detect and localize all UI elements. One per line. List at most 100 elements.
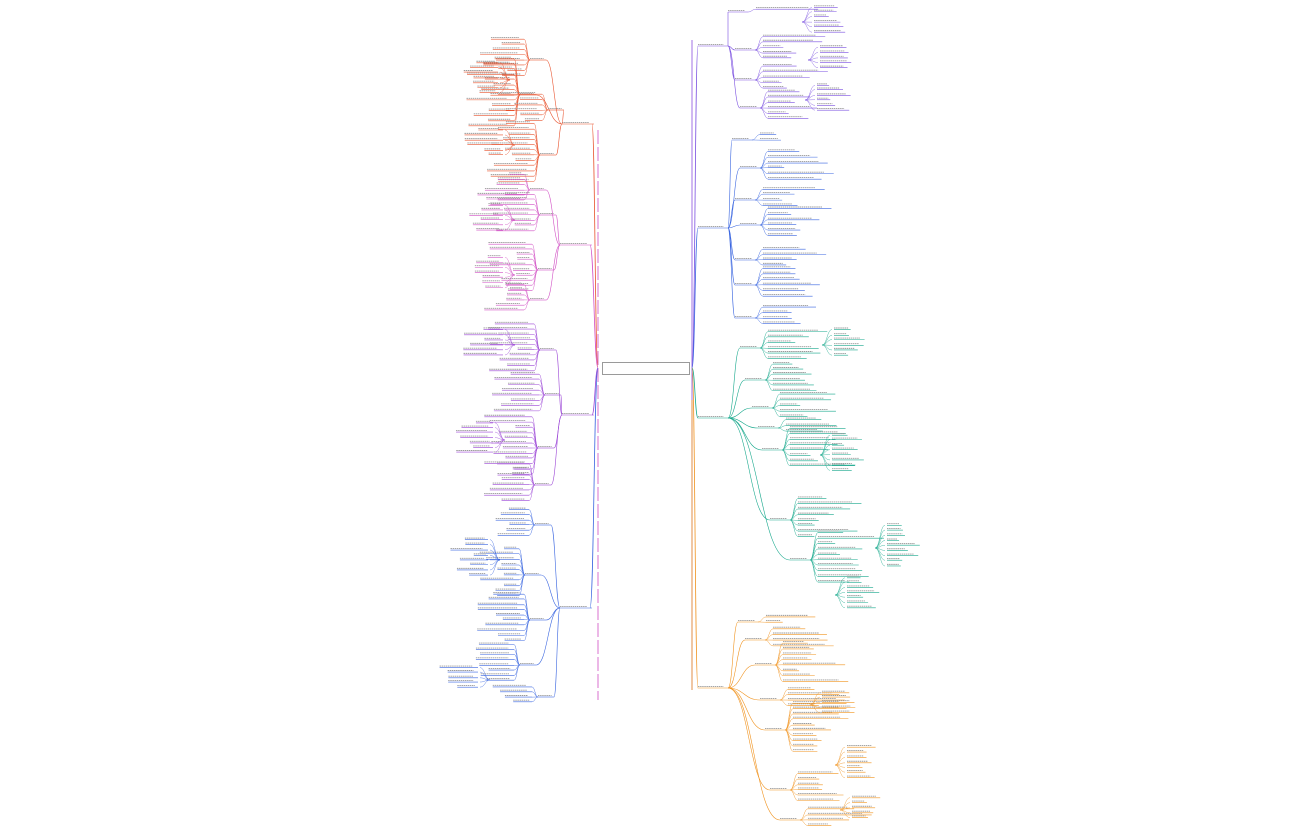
connector-line xyxy=(754,284,764,291)
connector-line xyxy=(523,299,531,311)
connector-line xyxy=(533,154,541,182)
connector-line xyxy=(834,582,846,596)
connector-line xyxy=(759,347,769,354)
connector-line xyxy=(759,336,769,349)
connector-line xyxy=(789,519,799,532)
connector-line xyxy=(504,274,516,288)
connector-line xyxy=(523,59,531,76)
connector-line xyxy=(523,619,531,641)
connector-line xyxy=(523,289,531,301)
root-node[interactable] xyxy=(602,362,690,375)
connector-line xyxy=(874,547,886,567)
connector-line xyxy=(774,642,784,666)
connector-line xyxy=(727,379,746,419)
connector-line xyxy=(727,687,766,731)
connector-line xyxy=(819,454,831,466)
connector-line xyxy=(499,79,511,93)
connector-line xyxy=(804,99,816,111)
connector-line xyxy=(759,347,769,359)
connector-line xyxy=(550,524,561,609)
connector-line xyxy=(555,123,563,156)
connector-line xyxy=(535,94,563,125)
connector-line xyxy=(504,144,516,155)
connector-line xyxy=(504,134,516,146)
connector-line xyxy=(747,8,757,13)
connector-line xyxy=(531,447,539,475)
connector-line xyxy=(504,344,516,350)
connector-line xyxy=(545,59,563,125)
connector-line xyxy=(754,36,764,51)
connector-line xyxy=(533,214,541,232)
connector-line xyxy=(784,729,794,741)
main-branch-connector xyxy=(691,227,699,369)
connector-line xyxy=(771,407,781,417)
main-branch-connector xyxy=(591,367,599,416)
connector-line xyxy=(789,778,799,791)
connector-line xyxy=(759,107,769,119)
connector-line xyxy=(513,68,521,96)
main-branch-connector xyxy=(591,123,599,369)
connector-line xyxy=(727,417,763,451)
connector-line xyxy=(801,21,813,33)
connector-line xyxy=(754,284,764,297)
connector-line xyxy=(727,224,741,229)
connector-line xyxy=(528,514,536,526)
connector-line xyxy=(533,154,541,177)
connector-line xyxy=(494,427,506,441)
connector-line xyxy=(754,189,764,201)
connector-line xyxy=(518,548,526,576)
connector-line xyxy=(754,79,764,89)
connector-line xyxy=(727,417,791,561)
connector-line xyxy=(528,484,536,501)
connector-line xyxy=(523,59,531,71)
connector-line xyxy=(489,559,501,576)
connector-line xyxy=(839,809,851,818)
connector-line xyxy=(779,699,789,706)
connector-line xyxy=(874,547,886,561)
connector-line xyxy=(504,209,516,221)
connector-line xyxy=(759,167,769,180)
connector-line xyxy=(727,227,736,319)
connector-line xyxy=(513,664,521,676)
connector-line xyxy=(489,539,501,561)
connector-line xyxy=(727,417,771,521)
connector-line xyxy=(759,224,769,231)
connector-line xyxy=(504,257,516,276)
connector-line xyxy=(754,312,764,319)
main-branch-connector xyxy=(589,367,599,609)
main-branch-connector xyxy=(691,45,699,369)
connector-line xyxy=(821,344,833,356)
connector-line xyxy=(504,219,516,231)
connector-line xyxy=(759,224,769,236)
connector-line xyxy=(764,363,774,381)
connector-line xyxy=(523,594,531,621)
connector-line xyxy=(839,797,851,811)
connector-line xyxy=(819,435,831,456)
connector-line xyxy=(764,634,774,641)
connector-line xyxy=(531,421,539,449)
connector-line xyxy=(528,524,536,536)
connector-line xyxy=(531,243,539,271)
connector-line xyxy=(781,449,791,466)
connector-line xyxy=(819,439,831,456)
connector-line xyxy=(553,244,561,271)
connector-line xyxy=(531,269,539,291)
main-branch-connector xyxy=(691,367,699,419)
connector-line xyxy=(555,349,563,416)
connector-line xyxy=(754,248,764,261)
connector-line xyxy=(821,344,833,351)
connector-line xyxy=(553,607,561,698)
connector-line xyxy=(513,94,521,122)
main-branch-connector xyxy=(691,367,699,689)
connector-line xyxy=(727,167,741,229)
connector-line xyxy=(781,428,791,451)
connector-line xyxy=(774,664,784,682)
connector-line xyxy=(727,139,733,229)
connector-line xyxy=(754,259,764,266)
connector-line xyxy=(834,764,846,778)
connector-line xyxy=(513,649,521,666)
connector-line xyxy=(727,347,741,419)
connector-line xyxy=(538,394,546,412)
connector-line xyxy=(727,664,756,689)
